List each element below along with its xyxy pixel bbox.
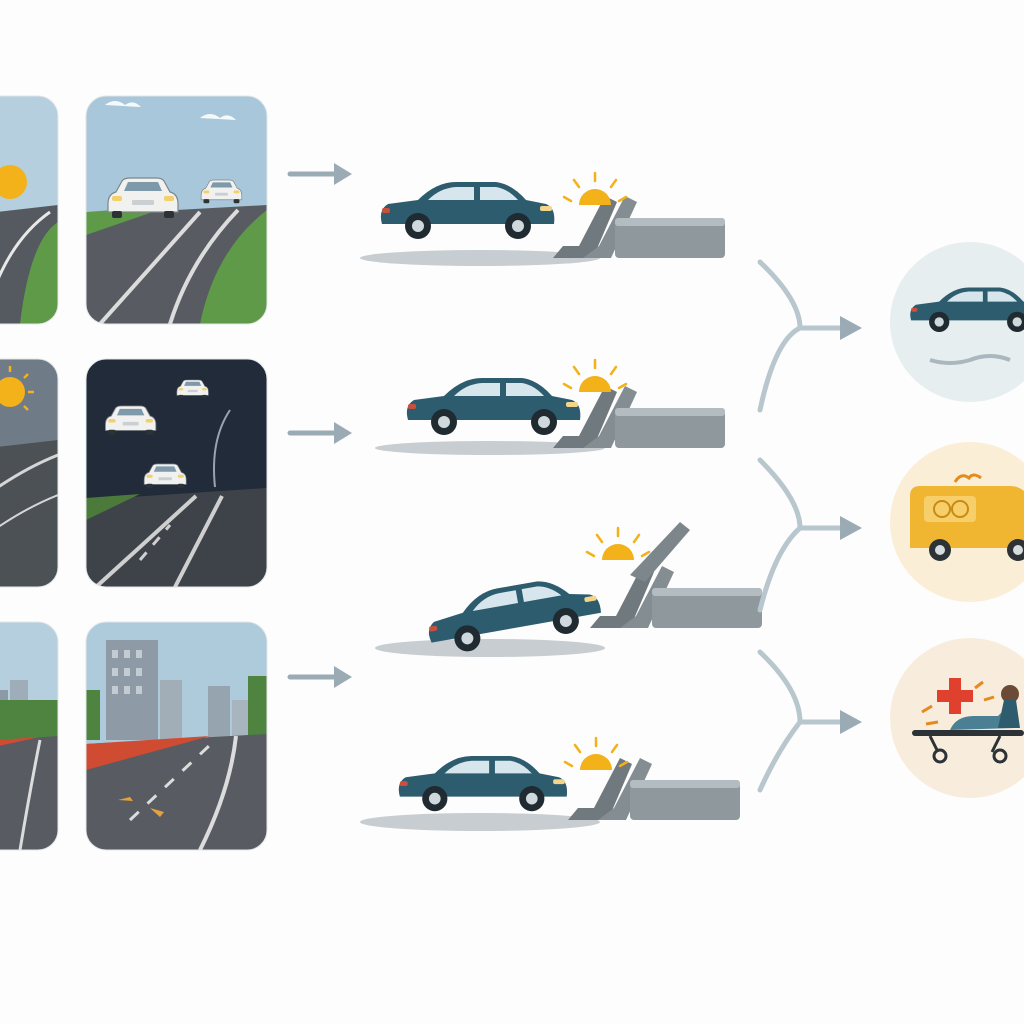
scene-panel-road-night-traffic — [86, 359, 267, 587]
collision-stage-car-ramps-barrier — [375, 522, 762, 658]
scene-panels — [0, 95, 268, 851]
sun-icon — [562, 171, 628, 207]
curved-arrow-icon — [757, 649, 845, 725]
collision-stage-car-approaches-barrier — [360, 171, 725, 266]
ambulance-icon — [910, 473, 1024, 561]
curved-arrow-icon — [757, 259, 845, 331]
car-icon — [380, 182, 555, 239]
scene-panel-road-day-sun — [0, 96, 58, 324]
car-icon — [398, 755, 568, 812]
sun-icon — [585, 526, 651, 562]
right-arrow-icon — [290, 422, 352, 444]
barrier-block — [590, 566, 762, 628]
flow-arrows-to-outcomes — [757, 259, 845, 793]
scene-panel-road-city-debris — [86, 622, 267, 850]
outcome-ambulance-response — [890, 442, 1024, 602]
outcome-patient-stretcher — [890, 638, 1024, 798]
sun-icon — [0, 366, 34, 411]
right-arrow-icon — [290, 163, 352, 185]
outcome-vehicle-drives-away — [890, 242, 1024, 402]
curved-arrow-icon — [757, 457, 845, 531]
collision-stage-car-hits-barrier — [375, 358, 725, 455]
medical-cross-icon — [937, 678, 973, 714]
car-icon — [406, 378, 581, 435]
barrier-block — [553, 196, 725, 258]
collision-stage-car-stopped-barrier — [360, 736, 740, 831]
sun-icon — [562, 358, 628, 394]
outcomes — [890, 242, 1024, 798]
scene-panel-road-storm-sun — [0, 359, 58, 587]
collision-stages — [360, 171, 762, 831]
scene-panel-road-day-traffic — [86, 96, 267, 324]
flow-arrows-to-collision — [290, 163, 352, 688]
stretcher-icon — [912, 685, 1024, 764]
right-arrow-icon — [290, 666, 352, 688]
scene-panel-road-city-edge — [0, 622, 58, 850]
sun-icon — [0, 165, 27, 199]
